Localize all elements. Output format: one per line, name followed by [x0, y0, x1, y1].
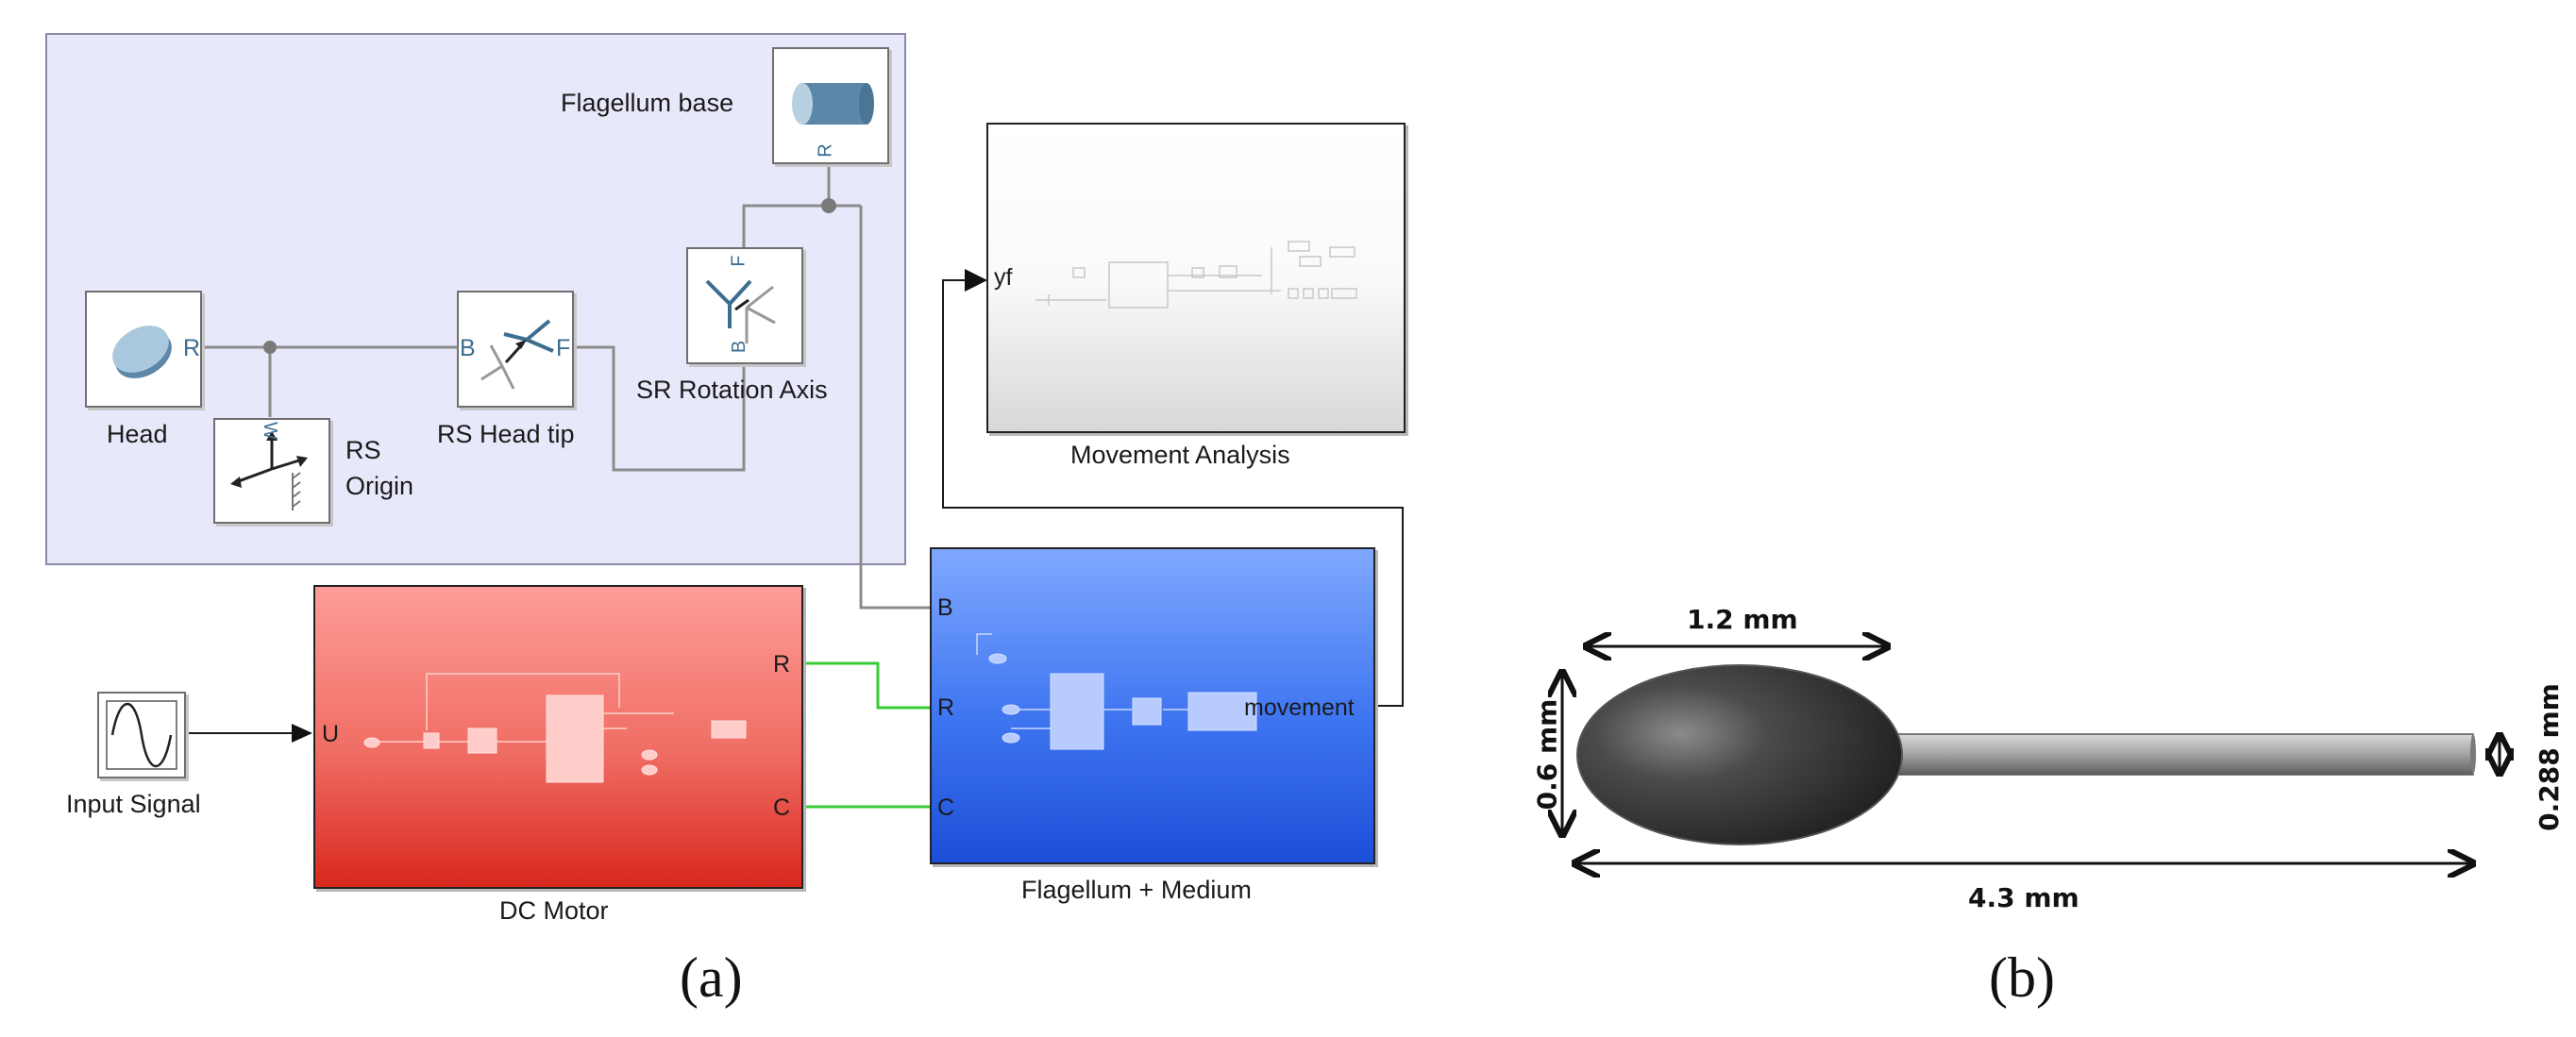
- head-diameter-label: 0.6 mm: [1531, 698, 1563, 811]
- rs-head-tip-label: RS Head tip: [437, 420, 575, 448]
- dc-motor-port-R: R: [773, 651, 791, 677]
- ellipsoid-icon: [112, 326, 172, 378]
- flagellum-base-label: Flagellum base: [561, 89, 734, 117]
- dc-motor-label: DC Motor: [499, 896, 609, 925]
- sine-wave-icon: [106, 700, 177, 770]
- rotation-transform-icon: [705, 279, 776, 343]
- rs-origin-label-line2: Origin: [345, 472, 414, 500]
- flagellum-tail: [1877, 733, 2474, 776]
- head-port-R: R: [183, 335, 201, 361]
- flagellum-port-R: R: [937, 694, 955, 721]
- input-signal-block[interactable]: [97, 692, 186, 778]
- world-frame-icon: [230, 431, 308, 510]
- tail-diameter-label: 0.288 mm: [2533, 683, 2565, 831]
- movement-analysis-port-yf: yf: [994, 264, 1013, 291]
- sr-rotation-axis-block[interactable]: [686, 247, 803, 364]
- flagellum-medium-label: Flagellum + Medium: [1021, 876, 1252, 904]
- rs-head-tip-port-F: F: [556, 335, 571, 361]
- dc-motor-port-C: C: [773, 794, 791, 821]
- input-signal-label: Input Signal: [66, 790, 201, 818]
- dc-motor-block[interactable]: [313, 585, 803, 889]
- rs-head-tip-block[interactable]: [457, 291, 574, 408]
- flagellum-base-block[interactable]: [772, 47, 889, 164]
- total-length-label: 4.3 mm: [1968, 882, 2079, 913]
- movement-analysis-label: Movement Analysis: [1070, 441, 1290, 469]
- head-length-label: 1.2 mm: [1687, 604, 1798, 635]
- microrobot-head: [1576, 664, 1903, 845]
- flagellum-inner-preview: [976, 633, 1257, 750]
- panel-a-caption: (a): [680, 946, 743, 1009]
- inner-model-preview: [1035, 241, 1357, 309]
- head-label: Head: [107, 420, 168, 448]
- cylinder-icon: [792, 83, 874, 125]
- rs-origin-label-line1: RS: [345, 436, 381, 464]
- rigid-transform-icon: [480, 319, 554, 390]
- head-block[interactable]: [85, 291, 202, 408]
- rs-origin-block[interactable]: [213, 418, 330, 524]
- panel-b-caption: (b): [1989, 946, 2055, 1009]
- sr-rotation-axis-label: SR Rotation Axis: [636, 376, 828, 404]
- dc-motor-inner-preview: [363, 673, 747, 783]
- dc-motor-port-U: U: [322, 721, 340, 747]
- flagellum-port-B: B: [937, 594, 953, 621]
- rs-head-tip-port-B: B: [460, 335, 476, 361]
- flagellum-port-movement: movement: [1244, 694, 1355, 721]
- flagellum-port-C: C: [937, 794, 955, 821]
- flagellum-medium-block[interactable]: [930, 547, 1375, 864]
- movement-analysis-block[interactable]: [986, 123, 1406, 433]
